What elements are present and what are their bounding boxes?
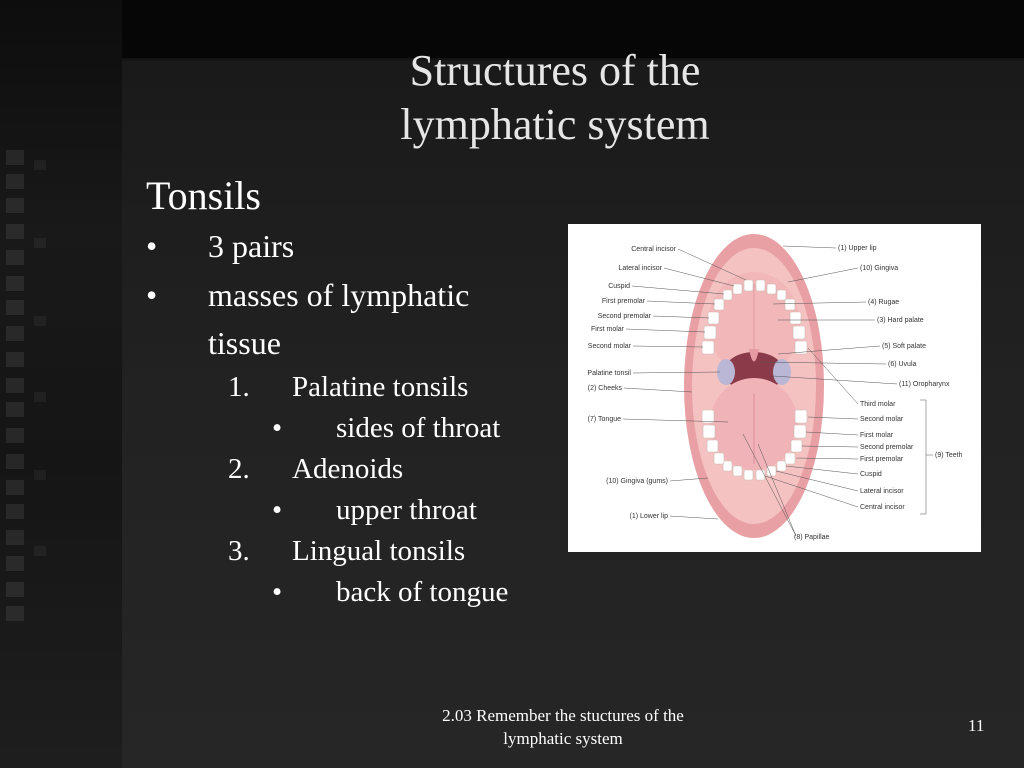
footer-line-2: lymphatic system [503, 729, 623, 748]
left-decorative-bar [0, 0, 122, 768]
list-item-text: Adenoids [292, 453, 404, 485]
label-hard-palate: (3) Hard palate [877, 317, 924, 324]
slide-footer: 2.03 Remember the stuctures of the lymph… [400, 704, 726, 750]
label-lower-lip: (1) Lower lip [629, 513, 668, 520]
label-third-molar: Third molar [860, 401, 896, 408]
label-upper-lip: (1) Upper lip [838, 245, 877, 252]
label-rugae: (4) Rugae [868, 299, 899, 306]
label-cheeks: (2) Cheeks [588, 385, 623, 392]
footer-line-1: 2.03 Remember the stuctures of the [442, 706, 684, 725]
page-number: 11 [968, 716, 985, 735]
sub-bullet-marker: • [272, 494, 283, 526]
slide-title: Structures of the lymphatic system [330, 44, 780, 152]
left-labels: Central incisor Lateral incisor Cuspid F… [587, 246, 676, 520]
label-gingiva-gums: (10) Gingiva (gums) [606, 478, 668, 485]
label-oropharynx: (11) Oropharynx [899, 381, 950, 388]
bullet-text-continued: tissue [208, 325, 281, 361]
label-teeth: (9) Teeth [935, 452, 963, 459]
right-labels: (1) Upper lip (10) Gingiva (4) Rugae (3)… [794, 245, 963, 541]
label-second-premolar-right: Second premolar [860, 444, 914, 451]
bullet-text: 3 pairs [208, 228, 295, 264]
label-cuspid-left: Cuspid [608, 283, 630, 290]
palatine-tonsil-right-shape [773, 359, 791, 385]
label-second-molar-left: Second molar [588, 343, 632, 350]
lower-teeth-group [701, 409, 808, 481]
bullet-marker: • [146, 277, 158, 313]
sub-bullet-text: back of tongue [336, 576, 509, 608]
sub-bullet-text: upper throat [336, 494, 477, 526]
sub-bullet-marker: • [272, 576, 283, 608]
label-first-molar-left: First molar [591, 326, 625, 333]
list-number: 1. [228, 371, 250, 403]
mouth-anatomy-figure: Central incisor Lateral incisor Cuspid F… [568, 224, 981, 552]
palatine-tonsil-left-shape [717, 359, 735, 385]
label-second-premolar-left: Second premolar [598, 313, 652, 320]
label-first-premolar-left: First premolar [602, 298, 646, 305]
label-central-incisor-left: Central incisor [631, 246, 676, 253]
section-heading: Tonsils [146, 173, 261, 218]
mouth-anatomy-illustration: Central incisor Lateral incisor Cuspid F… [587, 234, 963, 541]
title-line-2: lymphatic system [400, 100, 710, 149]
bullet-marker: • [146, 228, 158, 264]
list-number: 3. [228, 535, 250, 567]
sub-bullet-text: sides of throat [336, 412, 501, 444]
right-leader-lines [742, 245, 933, 537]
label-gingiva: (10) Gingiva [860, 265, 898, 272]
uvula-shape [749, 349, 759, 362]
sub-bullet-marker: • [272, 412, 283, 444]
label-first-premolar-right: First premolar [860, 456, 904, 463]
list-item-text: Lingual tonsils [292, 535, 466, 567]
label-first-molar-right: First molar [860, 432, 894, 439]
label-tongue: (7) Tongue [588, 416, 621, 423]
bullet-text: masses of lymphatic [208, 277, 470, 313]
label-palatine-tonsil: Palatine tonsil [587, 370, 631, 377]
label-second-molar-right: Second molar [860, 416, 904, 423]
label-lateral-incisor-right: Lateral incisor [860, 488, 904, 495]
label-cuspid-right: Cuspid [860, 471, 882, 478]
list-number: 2. [228, 453, 250, 485]
title-line-1: Structures of the [409, 46, 701, 95]
label-lateral-incisor-left: Lateral incisor [618, 265, 662, 272]
label-papillae: (8) Papillae [794, 534, 830, 541]
top-decorative-bar [122, 0, 1024, 58]
label-uvula: (6) Uvula [888, 361, 917, 368]
label-soft-palate: (5) Soft palate [882, 343, 926, 350]
upper-teeth-group [701, 279, 808, 355]
left-leader-lines [622, 248, 747, 520]
list-item-text: Palatine tonsils [292, 371, 469, 403]
label-central-incisor-right: Central incisor [860, 504, 905, 511]
